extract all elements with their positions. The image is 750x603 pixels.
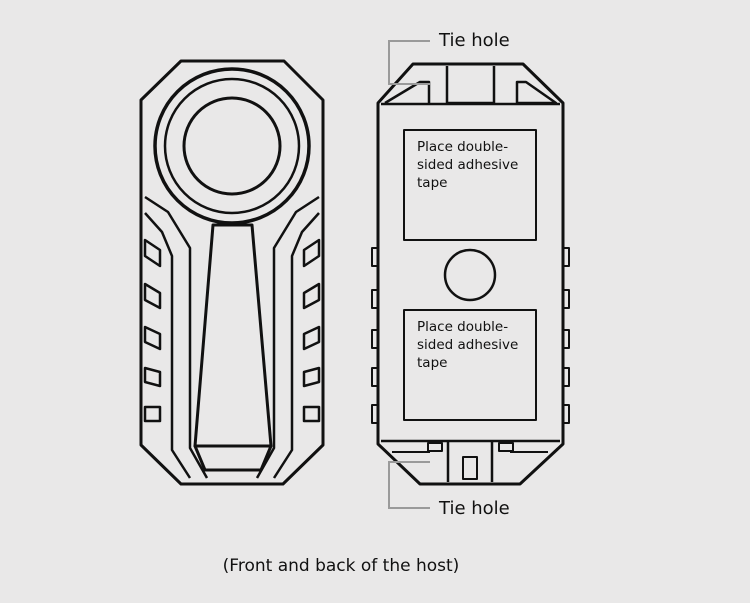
front-outer-ring xyxy=(153,67,311,225)
tape-label-bottom: Place double- sided adhesive tape xyxy=(417,319,518,371)
tie-hole-bottom-label: Tie hole xyxy=(438,498,510,519)
leader-lines xyxy=(388,40,430,509)
front-right-edge xyxy=(272,212,320,479)
tape-bottom-line-2: sided adhesive xyxy=(417,337,518,353)
diagram-caption: (Front and back of the host) xyxy=(223,556,460,576)
front-outer-shell xyxy=(139,59,325,486)
tape-bottom-line-1: Place double- xyxy=(417,319,508,335)
back-left-tabs xyxy=(371,247,379,424)
front-left-edge xyxy=(144,212,192,479)
tape-top-line-2: sided adhesive xyxy=(417,157,518,173)
tape-pad-bottom xyxy=(403,309,537,421)
back-view xyxy=(371,62,570,486)
tie-hole-top-label: Tie hole xyxy=(438,30,510,51)
front-stem-tip xyxy=(193,444,273,472)
tape-top-line-3: tape xyxy=(417,175,447,191)
back-outer-shell xyxy=(376,62,565,486)
back-bottom-vent-right xyxy=(498,442,514,452)
front-view xyxy=(139,59,325,486)
tape-top-line-1: Place double- xyxy=(417,139,508,155)
tape-label-top: Place double- sided adhesive tape xyxy=(417,139,518,191)
front-inner-right-contour xyxy=(255,195,320,479)
leader-bottom xyxy=(388,461,430,509)
tape-bottom-line-3: tape xyxy=(417,355,447,371)
front-stem xyxy=(193,223,273,448)
tape-pad-top xyxy=(403,129,537,241)
front-button-circle xyxy=(182,96,282,196)
leader-top xyxy=(388,40,430,85)
front-inner-left-contour xyxy=(144,195,209,479)
back-bottom-notch xyxy=(462,456,478,480)
front-right-grille xyxy=(302,238,321,423)
back-right-tabs xyxy=(562,247,570,424)
back-bottom-vent-left xyxy=(427,442,443,452)
back-bottom-tie-slot xyxy=(446,441,494,482)
back-center-button xyxy=(443,248,497,302)
front-middle-ring xyxy=(163,77,301,215)
front-left-grille xyxy=(143,238,162,423)
